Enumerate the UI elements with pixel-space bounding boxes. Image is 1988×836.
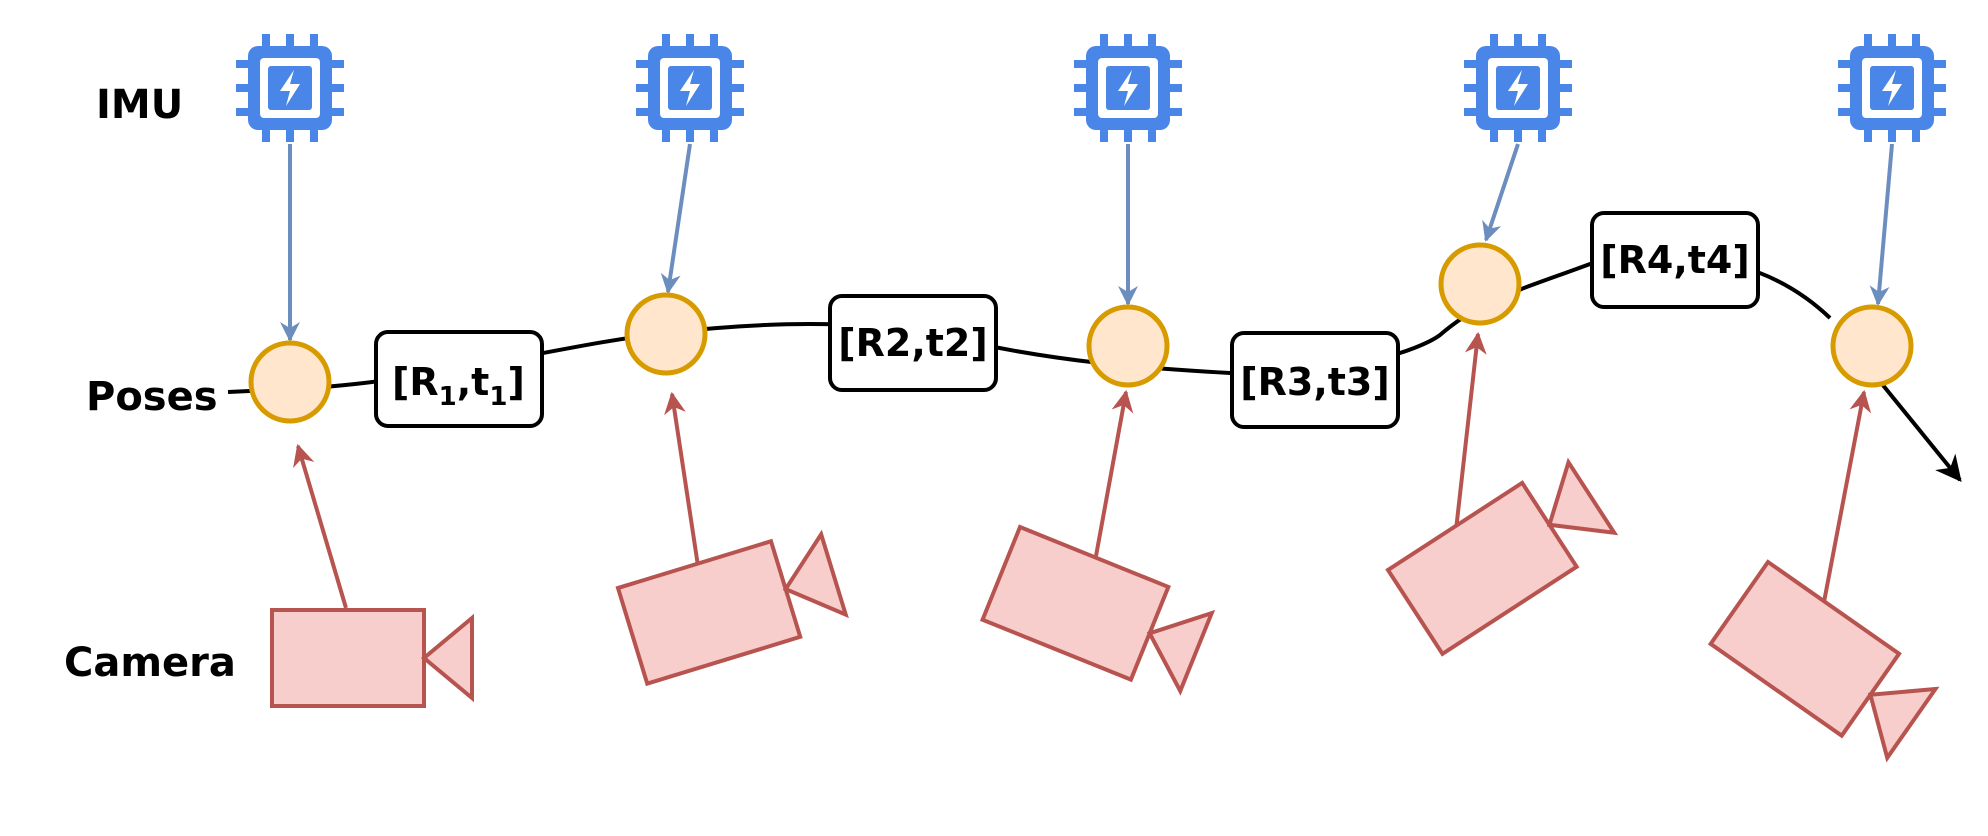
imu-chip-icon-4: [1464, 34, 1572, 142]
pose-node-2: [624, 292, 708, 376]
transform-box-2: [R2,t2]: [828, 294, 998, 392]
camera-arrow-2: [664, 391, 700, 567]
transform-label-2: [R2,t2]: [838, 321, 987, 365]
camera-arrow-1: [293, 443, 348, 609]
imu-arrow-2: [660, 143, 692, 294]
pose-node-3: [1086, 304, 1170, 388]
imu-chip-icon-1: [236, 34, 344, 142]
transform-box-4: [R4,t4]: [1590, 211, 1760, 309]
imu-chip-icon-2: [636, 34, 744, 142]
imu-arrow-5: [1869, 143, 1894, 306]
imu-arrow-4: [1482, 143, 1520, 242]
camera-icon-2: [615, 529, 849, 687]
camera-icon-4: [1385, 457, 1619, 657]
transform-label-4: [R4,t4]: [1600, 238, 1749, 282]
camera-arrow-5: [1822, 389, 1872, 603]
camera-icon-1: [270, 608, 474, 708]
row-label-poses: Poses: [86, 374, 218, 420]
imu-chip-icon-3: [1074, 34, 1182, 142]
camera-arrow-4: [1454, 331, 1487, 531]
trajectory-arrow: [1880, 382, 1962, 483]
transform-label-3: [R3,t3]: [1240, 360, 1389, 404]
imu-chip-icon-5: [1838, 34, 1946, 142]
pose-node-1: [248, 340, 332, 424]
camera-icon-3: [979, 524, 1216, 696]
row-label-imu: IMU: [96, 82, 183, 128]
transform-box-3: [R3,t3]: [1230, 331, 1400, 429]
camera-icon-5: [1707, 559, 1940, 763]
transform-box-1: [R1,t1]: [374, 330, 544, 428]
pose-node-4: [1438, 242, 1522, 326]
pose-node-5: [1830, 304, 1914, 388]
camera-arrow-3: [1094, 389, 1134, 557]
row-label-camera: Camera: [64, 640, 236, 686]
